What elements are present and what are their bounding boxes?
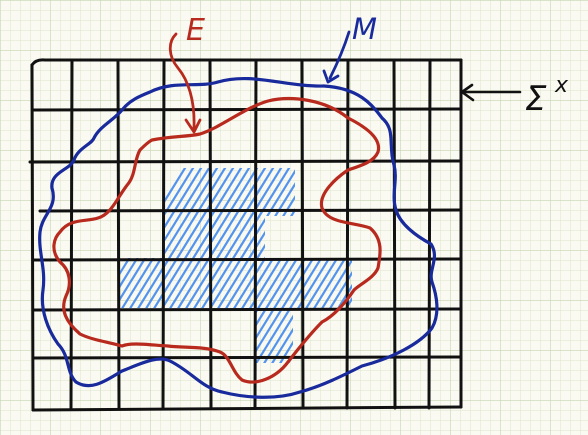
m-pointer-arrowhead bbox=[322, 69, 340, 84]
grid-horizontal-line bbox=[28, 159, 463, 164]
hatch-stroke bbox=[250, 168, 352, 363]
label-sigma-superscript: x bbox=[554, 73, 569, 98]
hatch-stroke bbox=[120, 168, 216, 363]
grid-vertical-line bbox=[116, 59, 121, 410]
hatch-stroke bbox=[266, 168, 352, 363]
grid-vertical-line bbox=[300, 59, 305, 410]
grid-vertical-line bbox=[427, 59, 432, 410]
grid-vertical-line bbox=[161, 59, 166, 410]
grid-horizontal-line bbox=[31, 257, 463, 262]
curve-e-boundary bbox=[52, 97, 382, 384]
grid-vertical-line bbox=[253, 59, 258, 410]
hatch-stroke bbox=[120, 168, 208, 363]
e-pointer-arrowhead bbox=[184, 118, 202, 134]
grid-horizontal-line bbox=[31, 307, 463, 312]
grid-vertical-line bbox=[208, 59, 213, 410]
hatch-stroke bbox=[258, 168, 352, 363]
m-pointer-line bbox=[328, 30, 351, 80]
e-pointer-line bbox=[168, 32, 196, 130]
grid-vertical-line bbox=[69, 59, 74, 410]
hatch-stroke bbox=[242, 168, 352, 363]
hatch-stroke bbox=[120, 168, 200, 363]
label-m: M bbox=[352, 12, 377, 46]
label-sigma: Σ bbox=[525, 79, 547, 119]
grid-vertical-line bbox=[392, 59, 397, 410]
curve-m-boundary bbox=[38, 76, 439, 399]
label-e: E bbox=[186, 13, 205, 48]
grid-bottom-edge bbox=[31, 405, 463, 412]
grid-left-edge bbox=[30, 63, 35, 412]
sigma-grid bbox=[30, 58, 463, 412]
hatch-stroke bbox=[120, 168, 224, 363]
grid-horizontal-line bbox=[31, 355, 463, 360]
left-arrow-icon bbox=[460, 83, 522, 102]
hatch-stroke bbox=[120, 168, 192, 363]
